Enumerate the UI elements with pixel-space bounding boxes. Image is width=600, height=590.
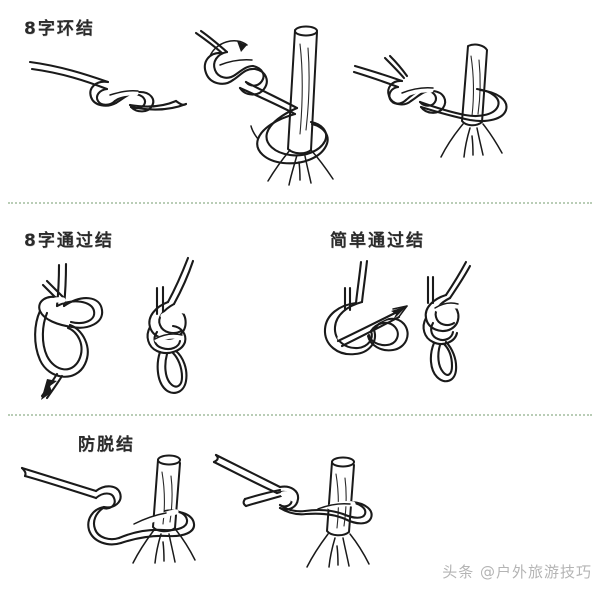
section-divider-2	[8, 414, 592, 416]
section-title-anti-slip-knot: 防脱结	[78, 435, 135, 455]
figure-2-4-tightened-simple-knot	[422, 260, 472, 383]
figure-2-2-tightened-figure-eight	[146, 256, 195, 394]
figure-2-1-loose-figure-eight-loop	[34, 262, 104, 400]
section-divider-1	[8, 202, 592, 204]
watermark-text: 头条 @户外旅游技巧	[442, 563, 592, 581]
section-title-simple-follow-through: 简单通过结	[330, 231, 425, 251]
figure-1-1-figure-eight-on-doubled-rope	[28, 60, 188, 113]
figure-2-3-loose-simple-knot	[323, 259, 409, 356]
figure-3-2-tightened-anti-slip-knot	[212, 453, 373, 568]
figure-3-1-anti-slip-knot-on-post	[20, 454, 196, 564]
figure-1-3-completed-loop-on-post	[352, 43, 508, 158]
figure-1-2-figure-eight-around-post	[194, 25, 334, 186]
section-title-figure-eight-loop: 8字环结	[24, 19, 95, 39]
section-title-figure-eight-follow-through: 8字通过结	[24, 231, 114, 251]
